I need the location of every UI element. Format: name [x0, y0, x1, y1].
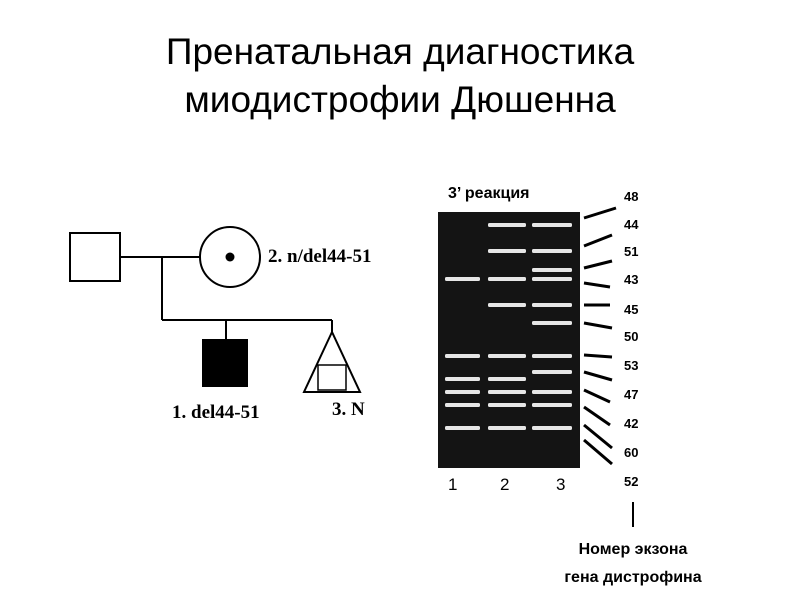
exon-label-60: 60	[624, 445, 638, 460]
gel-image	[438, 212, 580, 468]
gel-band	[532, 403, 572, 407]
exon-pointer-line	[583, 353, 613, 359]
gel-band	[445, 403, 480, 407]
gel-band	[532, 303, 572, 307]
gel-band	[445, 426, 480, 430]
exon-pointer-line	[583, 388, 611, 404]
exon-pointer-line	[583, 206, 617, 220]
lane-label-3: 3	[556, 475, 565, 494]
affected-son-square	[202, 339, 248, 387]
gel-band	[488, 249, 526, 253]
exon-pointer-line	[583, 259, 613, 270]
son-label: 1. del44-51	[172, 402, 260, 423]
gel-band	[532, 277, 572, 281]
exon-pointer-line	[583, 321, 613, 330]
carrier-dot	[225, 252, 235, 262]
gel-band	[445, 354, 480, 358]
exon-pointer-line	[583, 405, 611, 427]
gel-band	[445, 277, 480, 281]
gel-band	[532, 321, 572, 325]
gel-band	[488, 303, 526, 307]
exon-label-51: 51	[624, 244, 638, 259]
exon-label-43: 43	[624, 272, 638, 287]
gel-band	[488, 354, 526, 358]
exon-pointer-lines	[583, 206, 617, 466]
fetus-male-square	[317, 364, 347, 391]
lane-label-1: 1	[448, 475, 457, 494]
gel-band	[532, 354, 572, 358]
gel-band	[532, 390, 572, 394]
gel-band	[532, 426, 572, 430]
title-line-2: миодистрофии Дюшенна	[184, 79, 616, 120]
gel-band	[445, 390, 480, 394]
exon-pointer-line	[583, 423, 613, 450]
fetus-label: 3. N	[332, 399, 365, 420]
exon-label-42: 42	[624, 416, 638, 431]
gel-band	[445, 377, 480, 381]
gel-band	[488, 426, 526, 430]
fetus-triangle	[302, 329, 362, 393]
exon-label-48: 48	[624, 189, 638, 204]
gel-bands	[445, 223, 572, 430]
exon-label-52: 52	[624, 474, 638, 489]
gel-band	[488, 223, 526, 227]
gel-band	[488, 403, 526, 407]
gel-band	[488, 277, 526, 281]
slide-title: Пренатальная диагностика миодистрофии Дю…	[0, 28, 800, 124]
gel-band	[532, 223, 572, 227]
gel-heading: 3’ реакция	[448, 185, 530, 202]
exon-pointer-line	[583, 370, 613, 382]
lane-label-2: 2	[500, 475, 509, 494]
mother-label: 2. n/del44-51	[268, 246, 371, 267]
exon-pointer-line	[583, 233, 613, 248]
exon-label-45: 45	[624, 302, 638, 317]
exon-pointer-line	[583, 281, 611, 289]
gel-band	[532, 370, 572, 374]
gel-band	[488, 377, 526, 381]
exon-caption-line-1: Номер экзона	[579, 541, 688, 558]
title-line-1: Пренатальная диагностика	[165, 31, 635, 72]
pedigree: 2. n/del44-51 1. del44-51 3. N	[69, 226, 371, 423]
exon-label-44: 44	[624, 217, 639, 232]
gel-band	[532, 268, 572, 272]
gel-band	[532, 249, 572, 253]
gel-band	[488, 390, 526, 394]
exon-pointer-line	[583, 438, 613, 466]
father-square	[69, 232, 121, 282]
exon-label-50: 50	[624, 329, 638, 344]
exon-caption-line-2: гена дистрофина	[564, 569, 701, 586]
exon-label-47: 47	[624, 387, 638, 402]
exon-label-53: 53	[624, 358, 638, 373]
